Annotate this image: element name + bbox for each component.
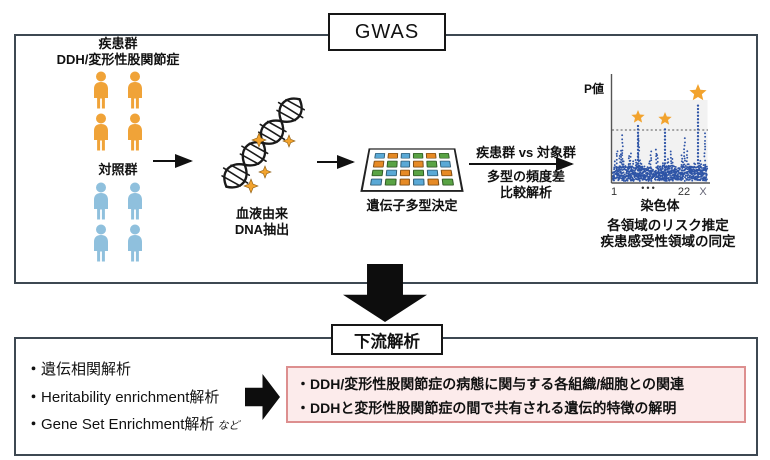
array-cell xyxy=(439,160,452,168)
control-group-icons xyxy=(88,182,150,262)
manhattan-tick-1: 1 xyxy=(610,186,618,198)
flow-arrow-1 xyxy=(153,154,193,168)
array-cell xyxy=(369,178,383,186)
array-cell xyxy=(413,178,425,186)
manhattan-caption-2: 疾患感受性領域の同定 xyxy=(600,234,736,249)
dna-helix-icon xyxy=(221,97,306,194)
dna-label-line1: 血液由来 xyxy=(235,206,288,221)
microarray-grid xyxy=(360,148,464,192)
comparison-top-label: 疾患群 vs 対象群 xyxy=(476,145,576,160)
method-label: Gene Set Enrichment解析 xyxy=(41,416,215,433)
array-cell xyxy=(371,169,384,176)
method-label: 遺伝相関解析 xyxy=(41,361,132,378)
comparison-bottom-label: 比較解析 xyxy=(499,185,552,200)
array-cell xyxy=(438,153,450,159)
downstream-title-box: 下流解析 xyxy=(331,324,443,355)
flow-arrow-2 xyxy=(317,155,355,169)
manhattan-plot xyxy=(610,74,710,184)
microarray-icon xyxy=(360,139,464,195)
array-cell xyxy=(384,178,397,186)
person-icon xyxy=(128,71,142,109)
list-item: 遺伝相関解析 xyxy=(26,356,239,384)
downstream-title: 下流解析 xyxy=(354,332,420,351)
array-cell xyxy=(440,169,453,176)
array-cell xyxy=(399,178,411,186)
outcomes-box: DDH/変形性股関節症の病態に関与する各組織/細胞との関連 DDHと変形性股関節… xyxy=(286,366,746,423)
array-cell xyxy=(413,153,424,159)
array-cell xyxy=(387,153,398,159)
control-group-label: 対照群 xyxy=(98,162,138,177)
person-icon xyxy=(94,71,108,109)
manhattan-yaxis-label: P値 xyxy=(584,82,605,96)
list-item: DDHと変形性股関節症の間で共有される遺伝的特徴の解明 xyxy=(296,397,736,421)
person-icon xyxy=(94,182,108,220)
list-item: DDH/変形性股関節症の病態に関与する各組織/細胞との関連 xyxy=(296,373,736,397)
person-icon xyxy=(94,224,108,262)
array-cell xyxy=(400,153,411,159)
case-group-icons xyxy=(88,71,150,151)
array-cell xyxy=(426,153,437,159)
dna-label-line2: DNA抽出 xyxy=(234,222,290,237)
microarray-label: 遺伝子多型決定 xyxy=(366,198,458,213)
person-icon xyxy=(94,113,108,151)
method-label: Heritability enrichment解析 xyxy=(41,388,220,406)
array-cell xyxy=(385,169,397,176)
array-cell xyxy=(372,160,385,168)
manhattan-caption-1: 各領域のリスク推定 xyxy=(607,218,729,233)
outcome-label: DDHと変形性股関節症の間で共有される遺伝的特徴の解明 xyxy=(310,399,677,416)
array-cell xyxy=(427,169,439,176)
array-cell xyxy=(413,169,425,176)
flow-arrow-3 xyxy=(469,157,574,171)
star-icon xyxy=(631,110,645,123)
person-icon xyxy=(128,224,142,262)
star-icon xyxy=(658,112,672,125)
array-cell xyxy=(374,153,386,159)
person-icon xyxy=(128,113,142,151)
case-group-label: 疾患群 xyxy=(98,36,138,51)
person-icon xyxy=(128,182,142,220)
sparkle-icon xyxy=(243,132,296,194)
manhattan-tick-22: 22 xyxy=(677,186,691,198)
methods-suffix: など xyxy=(217,420,240,432)
array-cell xyxy=(399,160,411,168)
array-cell xyxy=(427,178,440,186)
array-cell xyxy=(413,160,425,168)
gwas-title-box: GWAS xyxy=(328,13,446,51)
array-cell xyxy=(426,160,438,168)
manhattan-tick-dots: ••• xyxy=(641,183,657,193)
array-cell xyxy=(399,169,411,176)
outcome-label: DDH/変形性股関節症の病態に関与する各組織/細胞との関連 xyxy=(310,376,684,392)
list-item: Heritability enrichment解析 xyxy=(26,384,239,412)
manhattan-xaxis-label: 染色体 xyxy=(640,198,680,213)
array-cell xyxy=(441,178,455,186)
array-cell xyxy=(386,160,398,168)
manhattan-tick-x: X xyxy=(699,186,707,198)
star-icon xyxy=(689,84,707,101)
gwas-title: GWAS xyxy=(354,20,420,43)
comparison-mid-label: 多型の頻度差 xyxy=(486,169,565,184)
case-group-sublabel: DDH/変形性股関節症 xyxy=(56,52,180,67)
methods-list: 遺伝相関解析 Heritability enrichment解析 Gene Se… xyxy=(26,356,239,441)
